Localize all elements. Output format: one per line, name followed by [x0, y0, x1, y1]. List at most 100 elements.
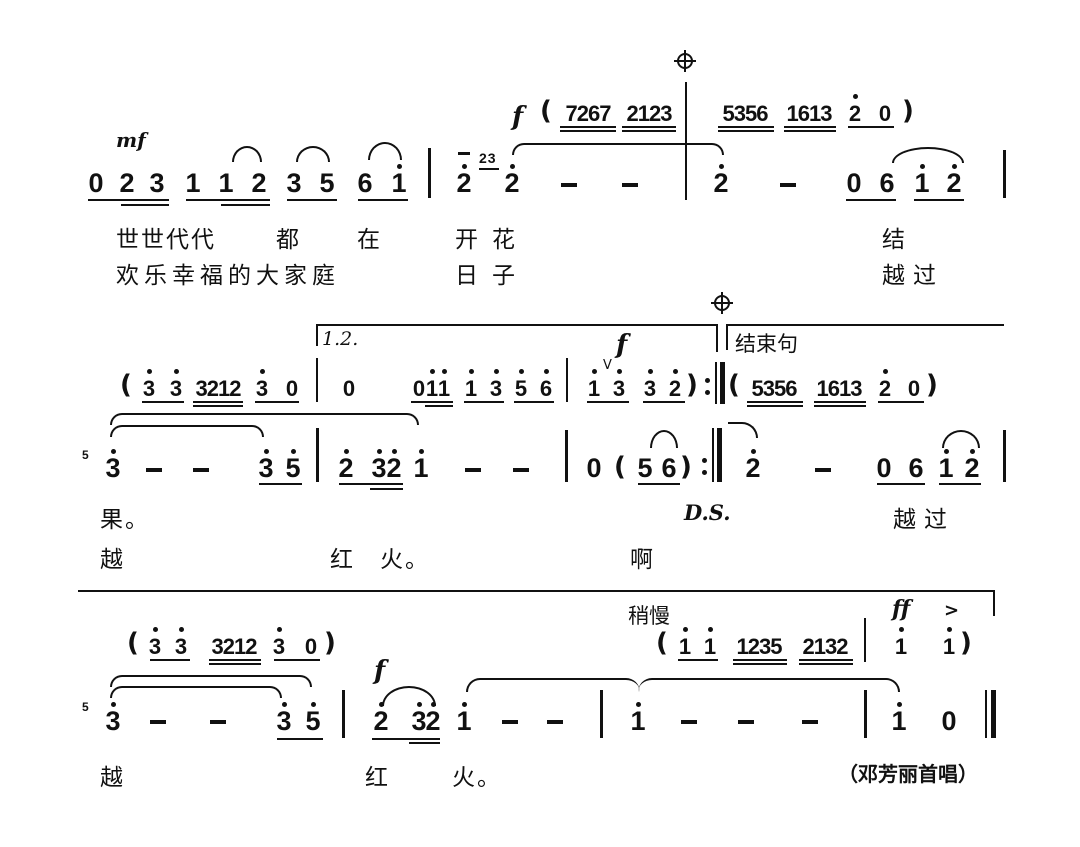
- underline: [784, 130, 836, 132]
- tie: [638, 678, 900, 692]
- note: 0: [941, 706, 957, 736]
- lyric: 越过: [893, 507, 955, 533]
- underline: [877, 483, 925, 485]
- note: 2: [119, 168, 135, 198]
- underline: [221, 204, 270, 206]
- note-group: 3212: [211, 634, 258, 659]
- paren-close: ): [902, 96, 914, 126]
- note-high: 3: [253, 369, 271, 402]
- fermata-dash: [458, 152, 470, 155]
- paren-open: (: [540, 96, 552, 126]
- note-high: 3: [172, 627, 190, 660]
- dash: [561, 183, 577, 187]
- tie: [512, 143, 724, 155]
- barline: [864, 690, 867, 738]
- note-high: 1: [585, 369, 603, 402]
- note-group: 2123: [626, 101, 673, 126]
- grace-underline: [479, 168, 499, 170]
- barline: [342, 690, 345, 738]
- repeat-dots: [702, 458, 707, 463]
- underline: [358, 199, 408, 201]
- note: 0: [285, 376, 299, 401]
- tie: [466, 678, 640, 692]
- underline: [560, 126, 616, 128]
- underline: [846, 199, 896, 201]
- note-high: 2: [666, 369, 684, 402]
- dash: [815, 468, 831, 472]
- note-group: 1613: [816, 376, 863, 401]
- note: 6: [879, 168, 895, 198]
- underline: [372, 738, 440, 740]
- performer-credit: （邓芳丽首唱）: [838, 762, 978, 786]
- underline: [370, 488, 403, 490]
- paren-close: ): [686, 370, 698, 400]
- paren-open: (: [728, 370, 740, 400]
- note-high: 1: [890, 702, 908, 735]
- underline: [622, 126, 676, 128]
- slur: [650, 430, 678, 448]
- note-high: 3: [146, 627, 164, 660]
- barline: [715, 362, 717, 404]
- dash: [146, 468, 162, 472]
- note-high: 3: [370, 449, 388, 482]
- note-high: 1: [892, 627, 910, 660]
- note-high: 1: [676, 627, 694, 660]
- underline: [425, 405, 453, 407]
- dash: [502, 720, 518, 724]
- note: 5: [637, 453, 653, 483]
- underline: [287, 199, 337, 201]
- dash: [622, 183, 638, 187]
- note: 3: [286, 168, 302, 198]
- volta-bracket: [716, 324, 718, 352]
- slur: [368, 142, 402, 160]
- note-high: 1: [435, 369, 453, 402]
- underline: [464, 401, 504, 403]
- tie: [110, 413, 419, 425]
- underline: [733, 659, 787, 661]
- dash: [738, 720, 754, 724]
- grace-note: 5: [82, 700, 89, 714]
- underline: [411, 401, 453, 403]
- volta-bracket: [316, 324, 716, 326]
- lyric: 果。: [100, 507, 150, 533]
- coda-icon: [711, 292, 733, 314]
- grace-notes: 23: [479, 150, 497, 166]
- note-high: 3: [167, 369, 185, 402]
- underline: [622, 130, 676, 132]
- lyric: 火。: [452, 765, 502, 791]
- lyric: 红: [365, 765, 390, 791]
- underline: [339, 483, 403, 485]
- underline: [718, 126, 774, 128]
- paren-open: (: [127, 628, 139, 658]
- dynamic-f: f: [512, 102, 524, 132]
- underline: [733, 663, 787, 665]
- paren-close: ): [926, 370, 938, 400]
- note: 2: [251, 168, 267, 198]
- note-high: 6: [537, 369, 555, 402]
- dash: [802, 720, 818, 724]
- slur: [296, 146, 330, 162]
- dash: [465, 468, 481, 472]
- underline: [814, 401, 866, 403]
- repeat-dots: [705, 378, 710, 383]
- note: 0: [304, 634, 318, 659]
- underline: [259, 483, 302, 485]
- underline: [939, 483, 981, 485]
- dash: [193, 468, 209, 472]
- dash: [681, 720, 697, 724]
- lyric: 在: [357, 227, 382, 253]
- accent-mark: >: [944, 600, 960, 621]
- note: 0: [586, 453, 602, 483]
- note-high: 2: [744, 449, 762, 482]
- volta-label: 1.2.: [322, 328, 359, 350]
- note-group: 7267: [565, 101, 612, 126]
- note-group: 1235: [736, 634, 783, 659]
- repeat-dots: [702, 470, 707, 475]
- slur: [942, 430, 980, 448]
- barline-thick: [720, 362, 725, 404]
- note-high: 3: [257, 449, 275, 482]
- volta-bracket: [316, 324, 318, 346]
- note-high: 2: [372, 702, 390, 735]
- note-high: 1: [462, 369, 480, 402]
- note-high: 2: [337, 449, 355, 482]
